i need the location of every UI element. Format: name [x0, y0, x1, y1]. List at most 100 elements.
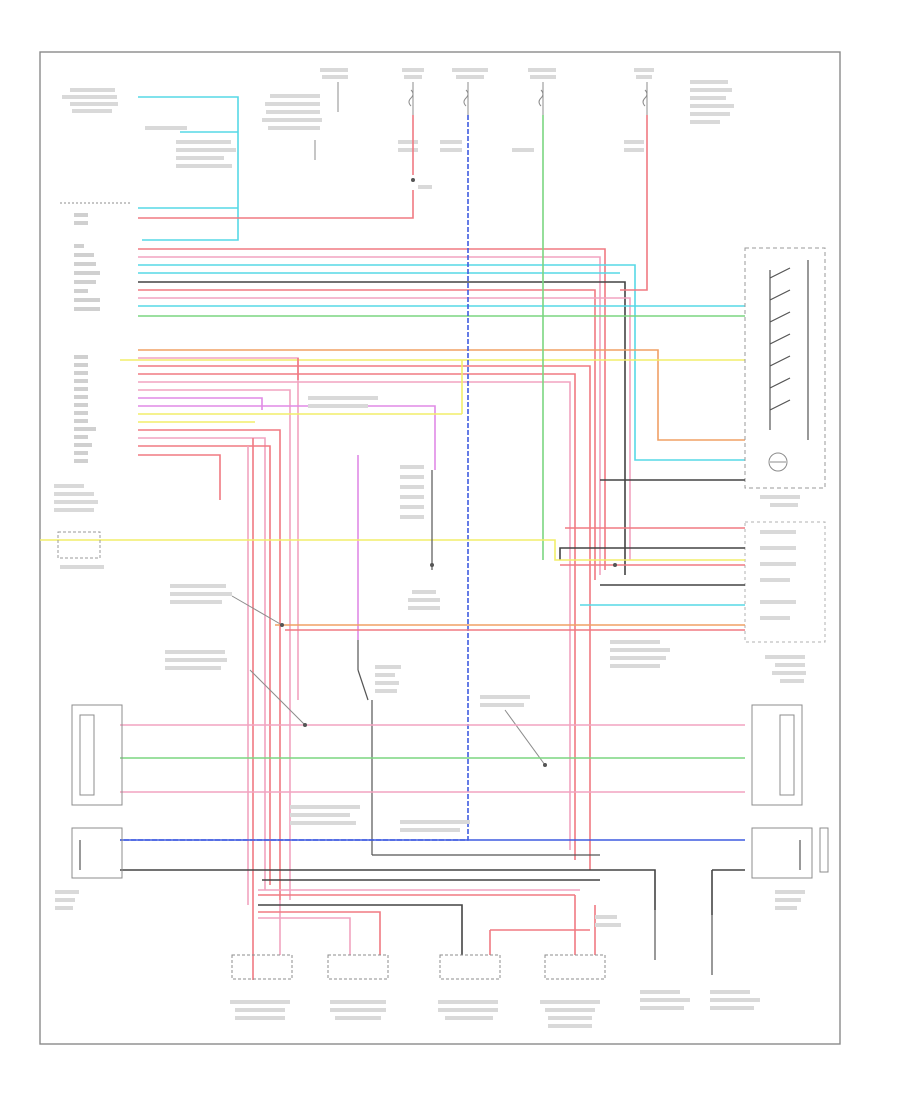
switch-contact — [357, 669, 369, 701]
text-placeholder — [165, 650, 225, 654]
text-placeholder — [780, 679, 804, 683]
text-placeholder — [290, 805, 360, 809]
text-placeholder — [145, 126, 187, 130]
text-placeholder — [595, 915, 617, 919]
leader-line — [231, 595, 283, 626]
pin-label — [74, 435, 88, 439]
wire-black — [559, 547, 745, 560]
wire-black — [138, 281, 626, 575]
text-placeholder — [760, 578, 790, 582]
text-placeholder — [690, 120, 720, 124]
switch-contact — [769, 377, 791, 389]
text-placeholder — [265, 102, 320, 106]
splice-dot — [303, 723, 307, 727]
text-placeholder — [290, 813, 350, 817]
motor-box — [751, 704, 803, 806]
text-placeholder — [610, 640, 660, 644]
motor-box — [71, 704, 123, 806]
text-placeholder — [610, 664, 660, 668]
text-placeholder — [70, 88, 115, 92]
text-placeholder — [62, 95, 117, 99]
switch-contact — [769, 333, 791, 345]
text-placeholder — [456, 75, 484, 79]
pin-label — [74, 387, 88, 391]
pin-label — [74, 403, 88, 407]
text-placeholder — [54, 508, 94, 512]
wire-red — [258, 911, 381, 955]
text-placeholder — [176, 148, 236, 152]
module-wires — [120, 96, 745, 900]
text-placeholder — [308, 396, 378, 400]
wire-yellow — [40, 539, 745, 561]
fuse-column-4 — [512, 68, 556, 152]
text-placeholder — [610, 656, 666, 660]
pin-label — [74, 363, 88, 367]
pin-label — [74, 280, 96, 284]
pin-label — [74, 355, 88, 359]
text-placeholder — [408, 598, 440, 602]
switch-housing — [744, 247, 826, 489]
text-placeholder — [640, 1006, 684, 1010]
text-placeholder — [624, 140, 644, 144]
text-placeholder — [375, 681, 399, 685]
text-placeholder — [760, 546, 796, 550]
text-placeholder — [710, 990, 750, 994]
text-placeholder — [760, 495, 800, 499]
text-placeholder — [322, 75, 348, 79]
text-placeholder — [55, 898, 75, 902]
text-placeholder — [400, 828, 460, 832]
fuse-symbol — [463, 89, 469, 107]
wire-pink — [138, 297, 631, 560]
wire-pink — [258, 917, 351, 955]
left-mid-labels — [54, 396, 806, 726]
left-door-lock-motor[interactable] — [55, 704, 123, 910]
text-placeholder — [770, 503, 798, 507]
text-placeholder — [438, 1008, 498, 1012]
wire-pink — [138, 437, 266, 890]
text-placeholder — [418, 185, 432, 189]
text-placeholder — [54, 484, 84, 488]
wire-black — [120, 869, 656, 910]
switch-box — [544, 954, 606, 980]
pin-label — [74, 221, 88, 225]
splice-dot — [411, 178, 415, 182]
text-placeholder — [440, 148, 462, 152]
text-placeholder — [375, 689, 397, 693]
text-placeholder — [760, 600, 796, 604]
text-placeholder — [268, 126, 320, 130]
wire-red — [138, 248, 606, 570]
wire-red — [138, 445, 271, 885]
text-placeholder — [540, 1000, 600, 1004]
right-door-lock-motor[interactable] — [751, 704, 829, 910]
pin-label — [74, 253, 94, 257]
switch-contact — [769, 355, 791, 367]
text-placeholder — [335, 1016, 381, 1020]
text-placeholder — [176, 140, 231, 144]
text-placeholder — [170, 584, 226, 588]
wire-red — [138, 365, 591, 870]
wire-pink — [138, 256, 601, 575]
right-switch-assembly[interactable] — [600, 247, 826, 507]
text-placeholder — [70, 102, 118, 106]
pin-label — [74, 271, 100, 275]
splice-points — [280, 178, 617, 767]
bottom-switches — [230, 879, 760, 1028]
text-placeholder — [634, 68, 654, 72]
text-placeholder — [548, 1024, 592, 1028]
text-placeholder — [408, 606, 440, 610]
text-placeholder — [398, 140, 418, 144]
text-placeholder — [290, 821, 356, 825]
wire-red — [620, 115, 648, 291]
wire-pink — [138, 389, 291, 900]
text-placeholder — [480, 695, 530, 699]
text-placeholder — [170, 592, 232, 596]
module-pin-labels — [60, 202, 130, 463]
text-placeholder — [398, 148, 418, 152]
text-placeholder — [400, 820, 470, 824]
wire-pink — [138, 357, 299, 700]
text-placeholder — [400, 465, 424, 469]
text-placeholder — [760, 530, 796, 534]
text-placeholder — [320, 68, 348, 72]
wire-black — [258, 904, 463, 955]
wire-violet — [138, 397, 263, 410]
